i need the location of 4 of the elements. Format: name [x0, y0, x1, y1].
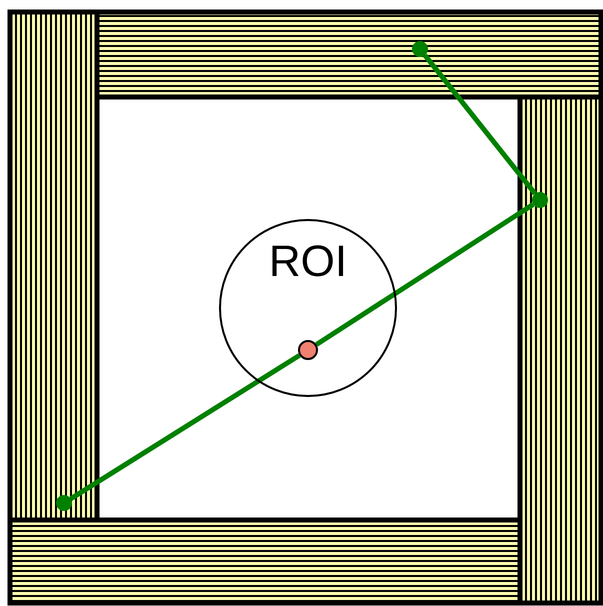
region-label: ROI [268, 237, 348, 287]
connector-line [315, 202, 535, 347]
center-dot [298, 340, 318, 360]
roi-circle [219, 219, 397, 397]
